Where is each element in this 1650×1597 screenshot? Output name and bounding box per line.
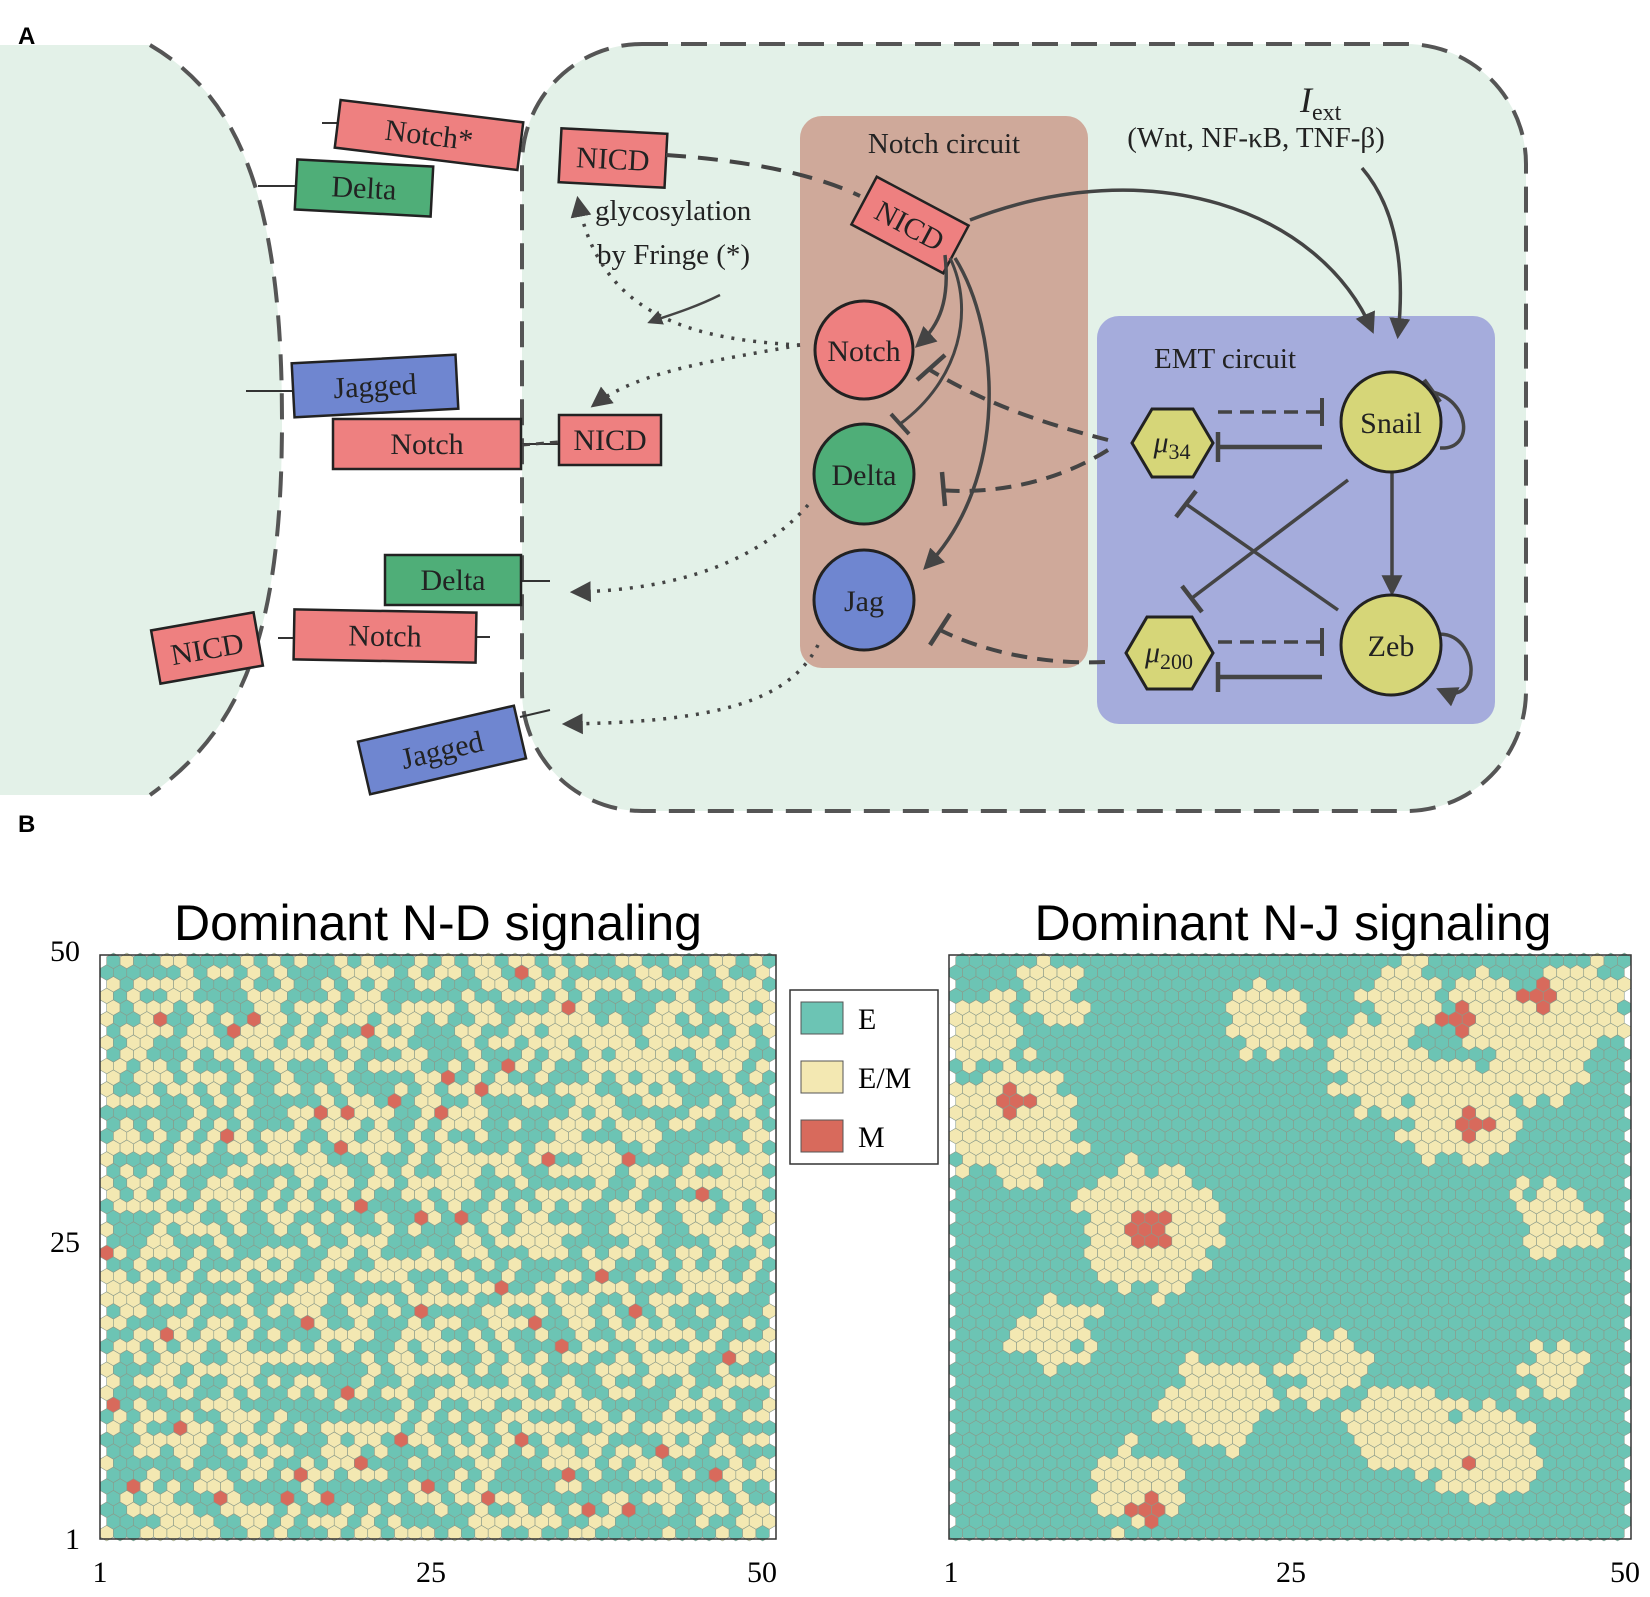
chart-nd-ytick-1: 1: [65, 1523, 80, 1556]
nicd-top-label: NICD: [575, 141, 650, 178]
jag-node: Jag: [812, 548, 916, 652]
zeb-node: Zeb: [1339, 593, 1443, 697]
chart-nd-xtick-1: 1: [93, 1556, 108, 1589]
jagged-left-box: Jagged: [290, 353, 460, 419]
notch-bottom-label: Notch: [348, 619, 422, 653]
glycosylation-line1: glycosylation: [595, 195, 752, 227]
chart-nj-title: Dominant N-J signaling: [1035, 895, 1552, 951]
notch-circuit-region: [800, 116, 1088, 668]
chart-nd-grid: [99, 952, 777, 1542]
nicd-middle-box: NICD: [557, 413, 663, 467]
chart-nj-grid: [948, 952, 1632, 1542]
delta-bottom-box: Delta: [383, 553, 523, 607]
notch-mid-box: Notch: [331, 417, 523, 471]
notch-circuit-title: Notch circuit: [868, 128, 1020, 160]
notch-mid-label: Notch: [390, 428, 463, 461]
chart-nd-title: Dominant N-D signaling: [174, 895, 702, 951]
notch-node: Notch: [813, 299, 915, 401]
emt-circuit-title: EMT circuit: [1154, 343, 1296, 375]
connections: [521, 153, 1473, 735]
iext-inputs: (Wnt, NF-κB, TNF-β): [1127, 122, 1385, 154]
jagged-left-label: Jagged: [333, 368, 418, 405]
chart-nd-xtick-50: 50: [747, 1556, 777, 1589]
delta-top-box: Delta: [293, 158, 435, 218]
nicd-middle-label: NICD: [573, 424, 646, 457]
nicd-top-box: NICD: [557, 126, 669, 190]
mu34-node: μ34: [1130, 407, 1215, 479]
delta-top-label: Delta: [331, 170, 398, 206]
glycosylation-line2: by Fringe (*): [597, 239, 750, 271]
delta-bottom-label: Delta: [421, 564, 486, 597]
panel-a: A Notch circuit EMT circuit Notch*: [0, 23, 1528, 813]
notch-star-box: Notch*: [333, 98, 525, 172]
delta-node: Delta: [812, 422, 916, 526]
chart-nd-xtick-25: 25: [416, 1556, 446, 1589]
neighbor-cell: [0, 45, 282, 795]
iext-label: Iext: [1299, 80, 1342, 126]
mu200-node: μ200: [1124, 615, 1215, 691]
nicd-left-box: NICD: [149, 610, 265, 686]
panel-a-label: A: [18, 23, 35, 50]
snail-node: Snail: [1339, 370, 1443, 474]
panel-b-label: B: [18, 811, 35, 838]
chart-nd-ytick-50: 50: [50, 935, 80, 968]
jagged-bottom-box: Jagged: [356, 704, 528, 796]
panel-b: B Dominant N-D signaling 50 25 1 1 25 50…: [18, 811, 1640, 1589]
neighbor-cell-membrane: [148, 43, 285, 797]
notch-bottom-box: Notch: [292, 608, 478, 664]
chart-nd-ytick-25: 25: [50, 1226, 80, 1259]
